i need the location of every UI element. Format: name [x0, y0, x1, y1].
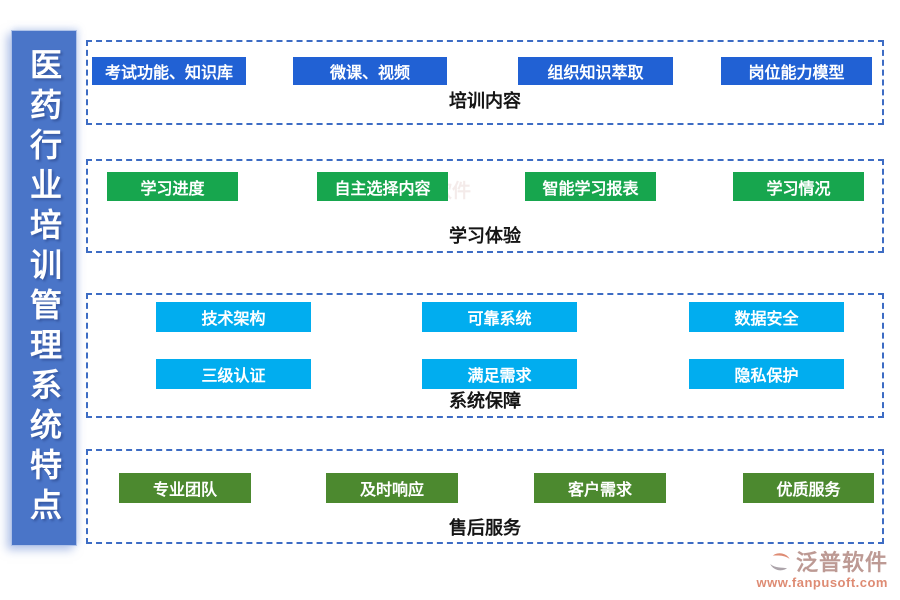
- chip-smart-learning-report: 智能学习报表: [525, 172, 656, 201]
- system-features-title: 医药行业培训管理系统特点: [26, 48, 62, 528]
- chip-customer-demand: 客户需求: [534, 473, 666, 503]
- brand-website: www.fanpusoft.com: [756, 575, 888, 590]
- chip-org-knowledge-extraction: 组织知识萃取: [518, 57, 673, 85]
- chip-learning-status: 学习情况: [733, 172, 864, 201]
- section-title-after-sales-service: 售后服务: [449, 518, 521, 538]
- chip-post-competency-model: 岗位能力模型: [721, 57, 872, 85]
- chip-reliable-system: 可靠系统: [422, 302, 577, 332]
- chip-tech-architecture: 技术架构: [156, 302, 311, 332]
- chip-timely-response: 及时响应: [326, 473, 458, 503]
- chip-privacy-protection: 隐私保护: [689, 359, 844, 389]
- fanpu-logo: 泛普软件 www.fanpusoft.com: [756, 545, 888, 590]
- chip-professional-team: 专业团队: [119, 473, 251, 503]
- fanpu-logo-icon: [770, 552, 790, 570]
- chip-exam-function-knowledge-base: 考试功能、知识库: [92, 57, 246, 85]
- section-after-sales-service: 专业团队 及时响应 客户需求 优质服务 售后服务: [86, 449, 884, 544]
- chip-learning-progress: 学习进度: [107, 172, 238, 201]
- section-learning-experience: 学习进度 自主选择内容 智能学习报表 学习情况 学习体验: [86, 159, 884, 253]
- chip-self-select-content: 自主选择内容: [317, 172, 448, 201]
- chip-level3-certification: 三级认证: [156, 359, 311, 389]
- chip-meet-demand: 满足需求: [422, 359, 577, 389]
- section-training-content: 考试功能、知识库 微课、视频 组织知识萃取 岗位能力模型 培训内容: [86, 40, 884, 125]
- system-features-banner: 医药行业培训管理系统特点: [11, 30, 77, 546]
- section-title-learning-experience: 学习体验: [449, 226, 521, 246]
- chip-data-security: 数据安全: [689, 302, 844, 332]
- section-system-guarantee: 技术架构 可靠系统 数据安全 三级认证 满足需求 隐私保护 系统保障: [86, 293, 884, 418]
- section-title-training-content: 培训内容: [449, 91, 521, 111]
- chip-quality-service: 优质服务: [743, 473, 874, 503]
- section-title-system-guarantee: 系统保障: [449, 391, 521, 411]
- brand-name: 泛普软件: [795, 550, 888, 575]
- chip-micro-course-video: 微课、视频: [293, 57, 447, 85]
